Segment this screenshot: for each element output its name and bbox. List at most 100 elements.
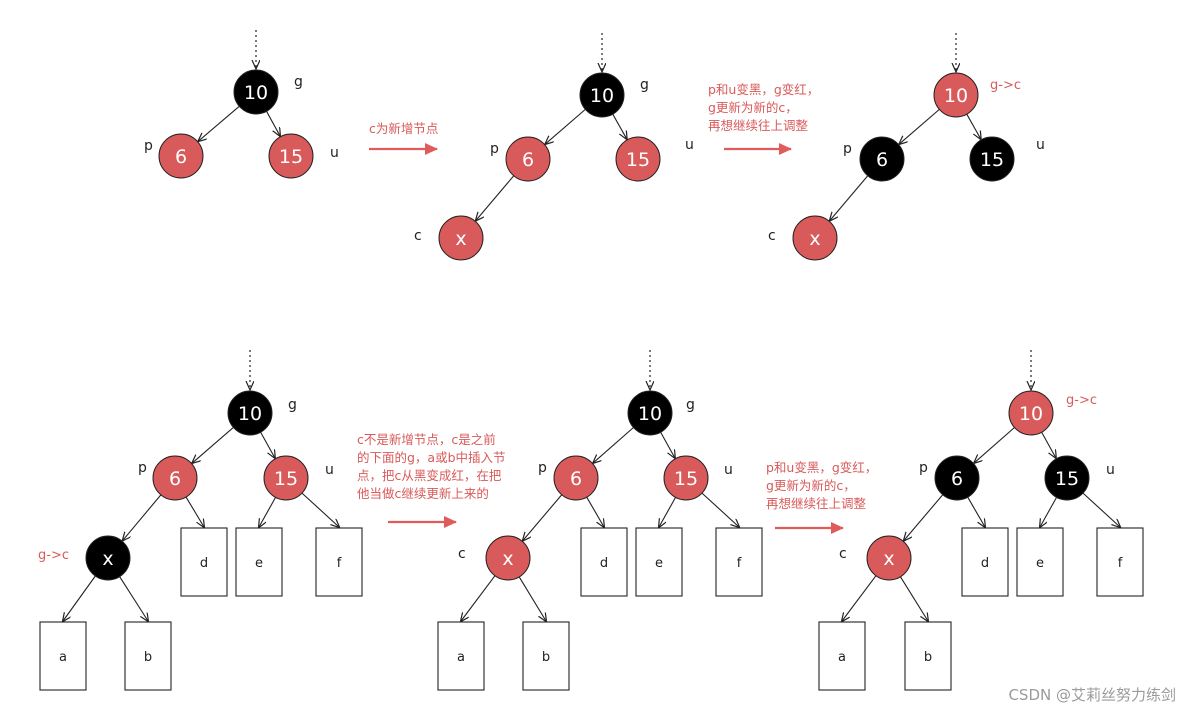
subtree-box-d (580, 527, 628, 597)
subtree-box-f (315, 527, 363, 597)
tree-edge (974, 427, 1015, 463)
node-value: 10 (944, 85, 968, 107)
tree-node-u (268, 133, 314, 179)
node-label: u (1106, 462, 1115, 478)
subtree-label: b (924, 650, 932, 665)
tree-node-p (934, 455, 980, 501)
node-value: 6 (951, 468, 963, 490)
tree-edge (842, 575, 877, 621)
tree-node-p (553, 455, 599, 501)
tree-edge (523, 494, 563, 541)
subtree-label: d (981, 556, 989, 571)
node-value: 15 (626, 149, 650, 171)
node-label: u (330, 145, 339, 161)
node-value: 15 (274, 468, 298, 490)
node-label: c (839, 546, 847, 562)
node-label: p (138, 460, 147, 476)
subtree-label: e (255, 556, 263, 571)
subtree-box-b (124, 621, 172, 691)
subtree-label: b (144, 650, 152, 665)
node-value: x (502, 548, 513, 570)
tree-edge (260, 431, 275, 458)
subtree-label: f (737, 556, 742, 571)
subtree-box-e (635, 527, 683, 597)
tree-node-g (233, 69, 279, 115)
node-label: g->c (990, 78, 1021, 93)
tree-edge (266, 111, 280, 136)
subtree-label: e (1036, 556, 1044, 571)
watermark: CSDN @艾莉丝努力练剑 (1008, 686, 1176, 704)
node-value: 15 (674, 468, 698, 490)
tree-node-p (152, 455, 198, 501)
tree-node-u (969, 136, 1015, 182)
tree-node-u (663, 455, 709, 501)
subtree-label: f (337, 556, 342, 571)
node-value: x (809, 228, 820, 250)
subtree-box-f (715, 527, 763, 597)
node-label: g->c (1066, 393, 1097, 408)
tree-edge (198, 105, 240, 141)
step-note: 再想继续往上调整 (708, 118, 809, 133)
tree-edge (967, 496, 985, 527)
node-label: u (685, 137, 694, 153)
tree-edge (593, 427, 634, 463)
subtree-label: f (1118, 556, 1123, 571)
tree-edge (612, 113, 627, 139)
tree-edge (1040, 497, 1058, 527)
step-note: c为新增节点 (369, 121, 438, 136)
node-value: 6 (522, 149, 534, 171)
tree-edge (899, 108, 940, 144)
step-note: 的下面的g，a或b中插入节 (357, 450, 506, 465)
tree-edge (904, 494, 944, 541)
subtree-label: a (59, 650, 67, 665)
step-note: 再想继续往上调整 (766, 496, 867, 511)
tree-edge (1041, 431, 1056, 458)
subtree-box-d (961, 527, 1009, 597)
tree-node-c (792, 215, 838, 261)
node-label: c (458, 546, 466, 562)
node-value: 6 (876, 149, 888, 171)
tree-edge (1082, 492, 1120, 527)
node-label: p (843, 141, 852, 157)
tree-edge (192, 426, 234, 463)
node-value: 15 (980, 149, 1004, 171)
node-label: c (414, 228, 422, 244)
subtree-label: a (838, 650, 846, 665)
subtree-box-e (235, 527, 283, 597)
tree-node-p (505, 136, 551, 182)
subtree-box-a (39, 621, 87, 691)
tree-edge (518, 576, 546, 621)
node-value: 10 (1019, 403, 1043, 425)
node-value: x (883, 548, 894, 570)
node-label: g->c (38, 548, 69, 563)
step-note: g更新为新的c， (766, 478, 856, 493)
subtree-box-a (437, 621, 485, 691)
node-label: p (919, 460, 928, 476)
node-label: u (1036, 137, 1045, 153)
tree-edge (966, 113, 981, 139)
node-value: 10 (590, 85, 614, 107)
subtree-box-e (1016, 527, 1064, 597)
node-value: 10 (638, 403, 662, 425)
tree-node-u (615, 136, 661, 182)
tree-edge (701, 492, 739, 527)
tree-node-c (866, 535, 912, 581)
tree-edge (123, 494, 162, 541)
subtree-label: d (600, 556, 608, 571)
tree-edge (476, 175, 515, 221)
tree-node-g (627, 390, 673, 436)
step-note: c不是新增节点，c是之前 (357, 432, 496, 447)
tree-edge (545, 108, 586, 144)
tree-node-u (1044, 455, 1090, 501)
tree-edge (259, 497, 277, 527)
node-label: g (686, 397, 695, 413)
step-note: p和u变黑，g变红， (708, 82, 819, 97)
tree-edge (899, 576, 928, 621)
tree-node-c (438, 215, 484, 261)
subtree-box-f (1096, 527, 1144, 597)
subtree-label: d (200, 556, 208, 571)
node-label: p (144, 138, 153, 154)
tree-edge (461, 575, 496, 621)
tree-node-p (158, 133, 204, 179)
node-label: c (768, 228, 776, 244)
